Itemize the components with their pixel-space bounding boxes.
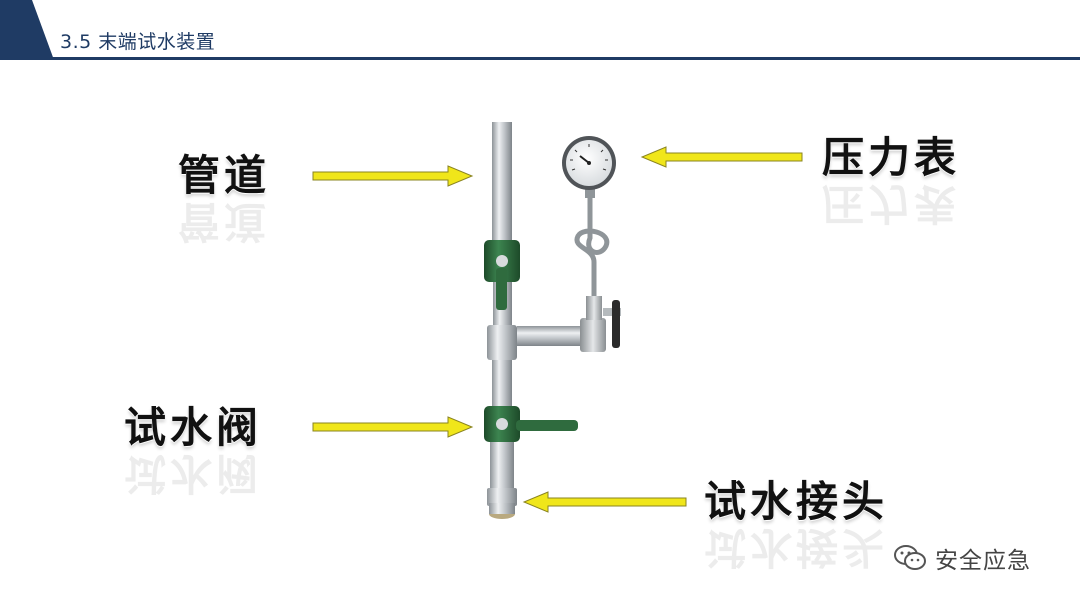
slide-header: 3.5 末端试水装置: [0, 0, 1080, 62]
arrow-to-pipe: [312, 165, 474, 187]
page-title: 3.5 末端试水装置: [60, 31, 216, 53]
header-decoration: [0, 0, 1080, 60]
gauge-branch-pipe: [517, 296, 621, 352]
pressure-gauge: [562, 136, 616, 198]
test-ball-valve: [484, 406, 578, 442]
arrow-to-test-valve: [312, 416, 474, 438]
arrow-to-pressure-gauge: [640, 146, 803, 168]
label-test-connector: 试水接头: [704, 477, 889, 526]
watermark-text: 安全应急: [935, 548, 1031, 574]
watermark: 安全应急: [893, 541, 1031, 575]
siphon-coil: [574, 190, 610, 296]
label-pipe: 管道: [178, 151, 271, 200]
arrow-to-test-connector: [522, 491, 687, 513]
main-pipe: [487, 122, 517, 519]
wechat-icon: [894, 545, 926, 570]
upper-ball-valve: [484, 240, 520, 310]
label-pressure-gauge: 压力表: [822, 133, 961, 182]
label-test-valve: 试水阀: [124, 403, 263, 452]
